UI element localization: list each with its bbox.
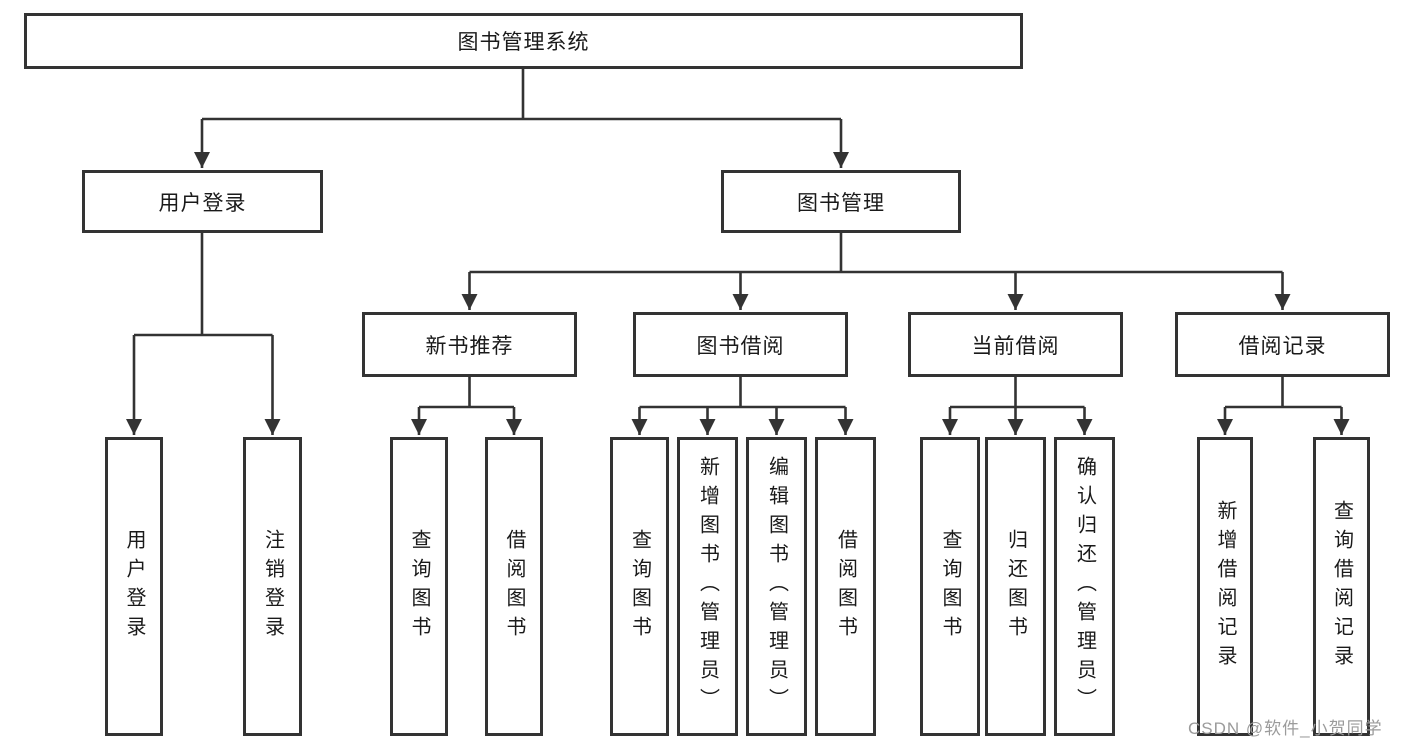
node-label: 当前借阅 — [971, 334, 1060, 358]
leaf-query-books-3: 查询图书 — [920, 437, 980, 736]
node-label: 新书推荐 — [425, 334, 514, 358]
leaf-add-books-admin: 新增图书（管理员） — [677, 437, 738, 736]
node-label: 用户登录 — [123, 528, 145, 645]
connector-userlogin-to-leaves — [134, 233, 273, 337]
node-label: 查询图书 — [939, 528, 961, 645]
node-label: 查询图书 — [408, 528, 430, 645]
node-label: 用户登录 — [158, 191, 247, 215]
leaf-edit-books-admin: 编辑图书（管理员） — [746, 437, 807, 736]
leaf-confirm-return-admin: 确认归还（管理员） — [1054, 437, 1115, 736]
connector-root-to-level2 — [202, 69, 841, 121]
node-label: 图书管理系统 — [457, 31, 590, 54]
node-label: 查询借阅记录 — [1330, 499, 1353, 674]
node-new-book-recommend: 新书推荐 — [362, 312, 577, 377]
node-label: 图书管理 — [797, 191, 885, 215]
node-label: 编辑图书（管理员） — [765, 456, 788, 717]
node-label: 归还图书 — [1004, 528, 1027, 645]
leaf-logout: 注销登录 — [243, 437, 302, 736]
node-borrow-records: 借阅记录 — [1175, 312, 1390, 377]
node-library-management-system: 图书管理系统 — [24, 13, 1023, 69]
connector-bookborrow-to-leaves — [639, 377, 846, 409]
leaf-user-login: 用户登录 — [105, 437, 163, 736]
leaf-query-borrow-record: 查询借阅记录 — [1313, 437, 1370, 736]
node-label: 确认归还（管理员） — [1073, 456, 1096, 717]
node-current-borrowing: 当前借阅 — [908, 312, 1123, 377]
node-label: 查询图书 — [628, 528, 651, 645]
node-book-borrowing: 图书借阅 — [633, 312, 848, 377]
node-user-login: 用户登录 — [82, 170, 323, 233]
node-book-management: 图书管理 — [721, 170, 961, 233]
leaf-add-borrow-record: 新增借阅记录 — [1197, 437, 1253, 736]
connector-newbookrec-to-leaves — [419, 377, 514, 409]
connector-bookmgmt-to-level3 — [469, 233, 1283, 274]
leaf-borrow-books-1: 借阅图书 — [485, 437, 543, 736]
node-label: 借阅记录 — [1238, 334, 1327, 358]
leaf-query-books-2: 查询图书 — [610, 437, 669, 736]
leaf-query-books-1: 查询图书 — [390, 437, 448, 736]
node-label: 借阅图书 — [834, 528, 857, 645]
node-label: 新增借阅记录 — [1214, 499, 1236, 674]
node-label: 图书借阅 — [696, 334, 785, 358]
node-label: 注销登录 — [261, 528, 284, 645]
node-label: 新增图书（管理员） — [696, 456, 719, 717]
csdn-watermark: CSDN @软件_小贺同学 — [1188, 719, 1383, 738]
leaf-borrow-books-2: 借阅图书 — [815, 437, 876, 736]
leaf-return-books: 归还图书 — [985, 437, 1046, 736]
connector-currentborrow-to-leaves — [950, 377, 1085, 409]
connector-borrowrecords-to-leaves — [1225, 377, 1342, 409]
node-label: 借阅图书 — [503, 528, 525, 645]
